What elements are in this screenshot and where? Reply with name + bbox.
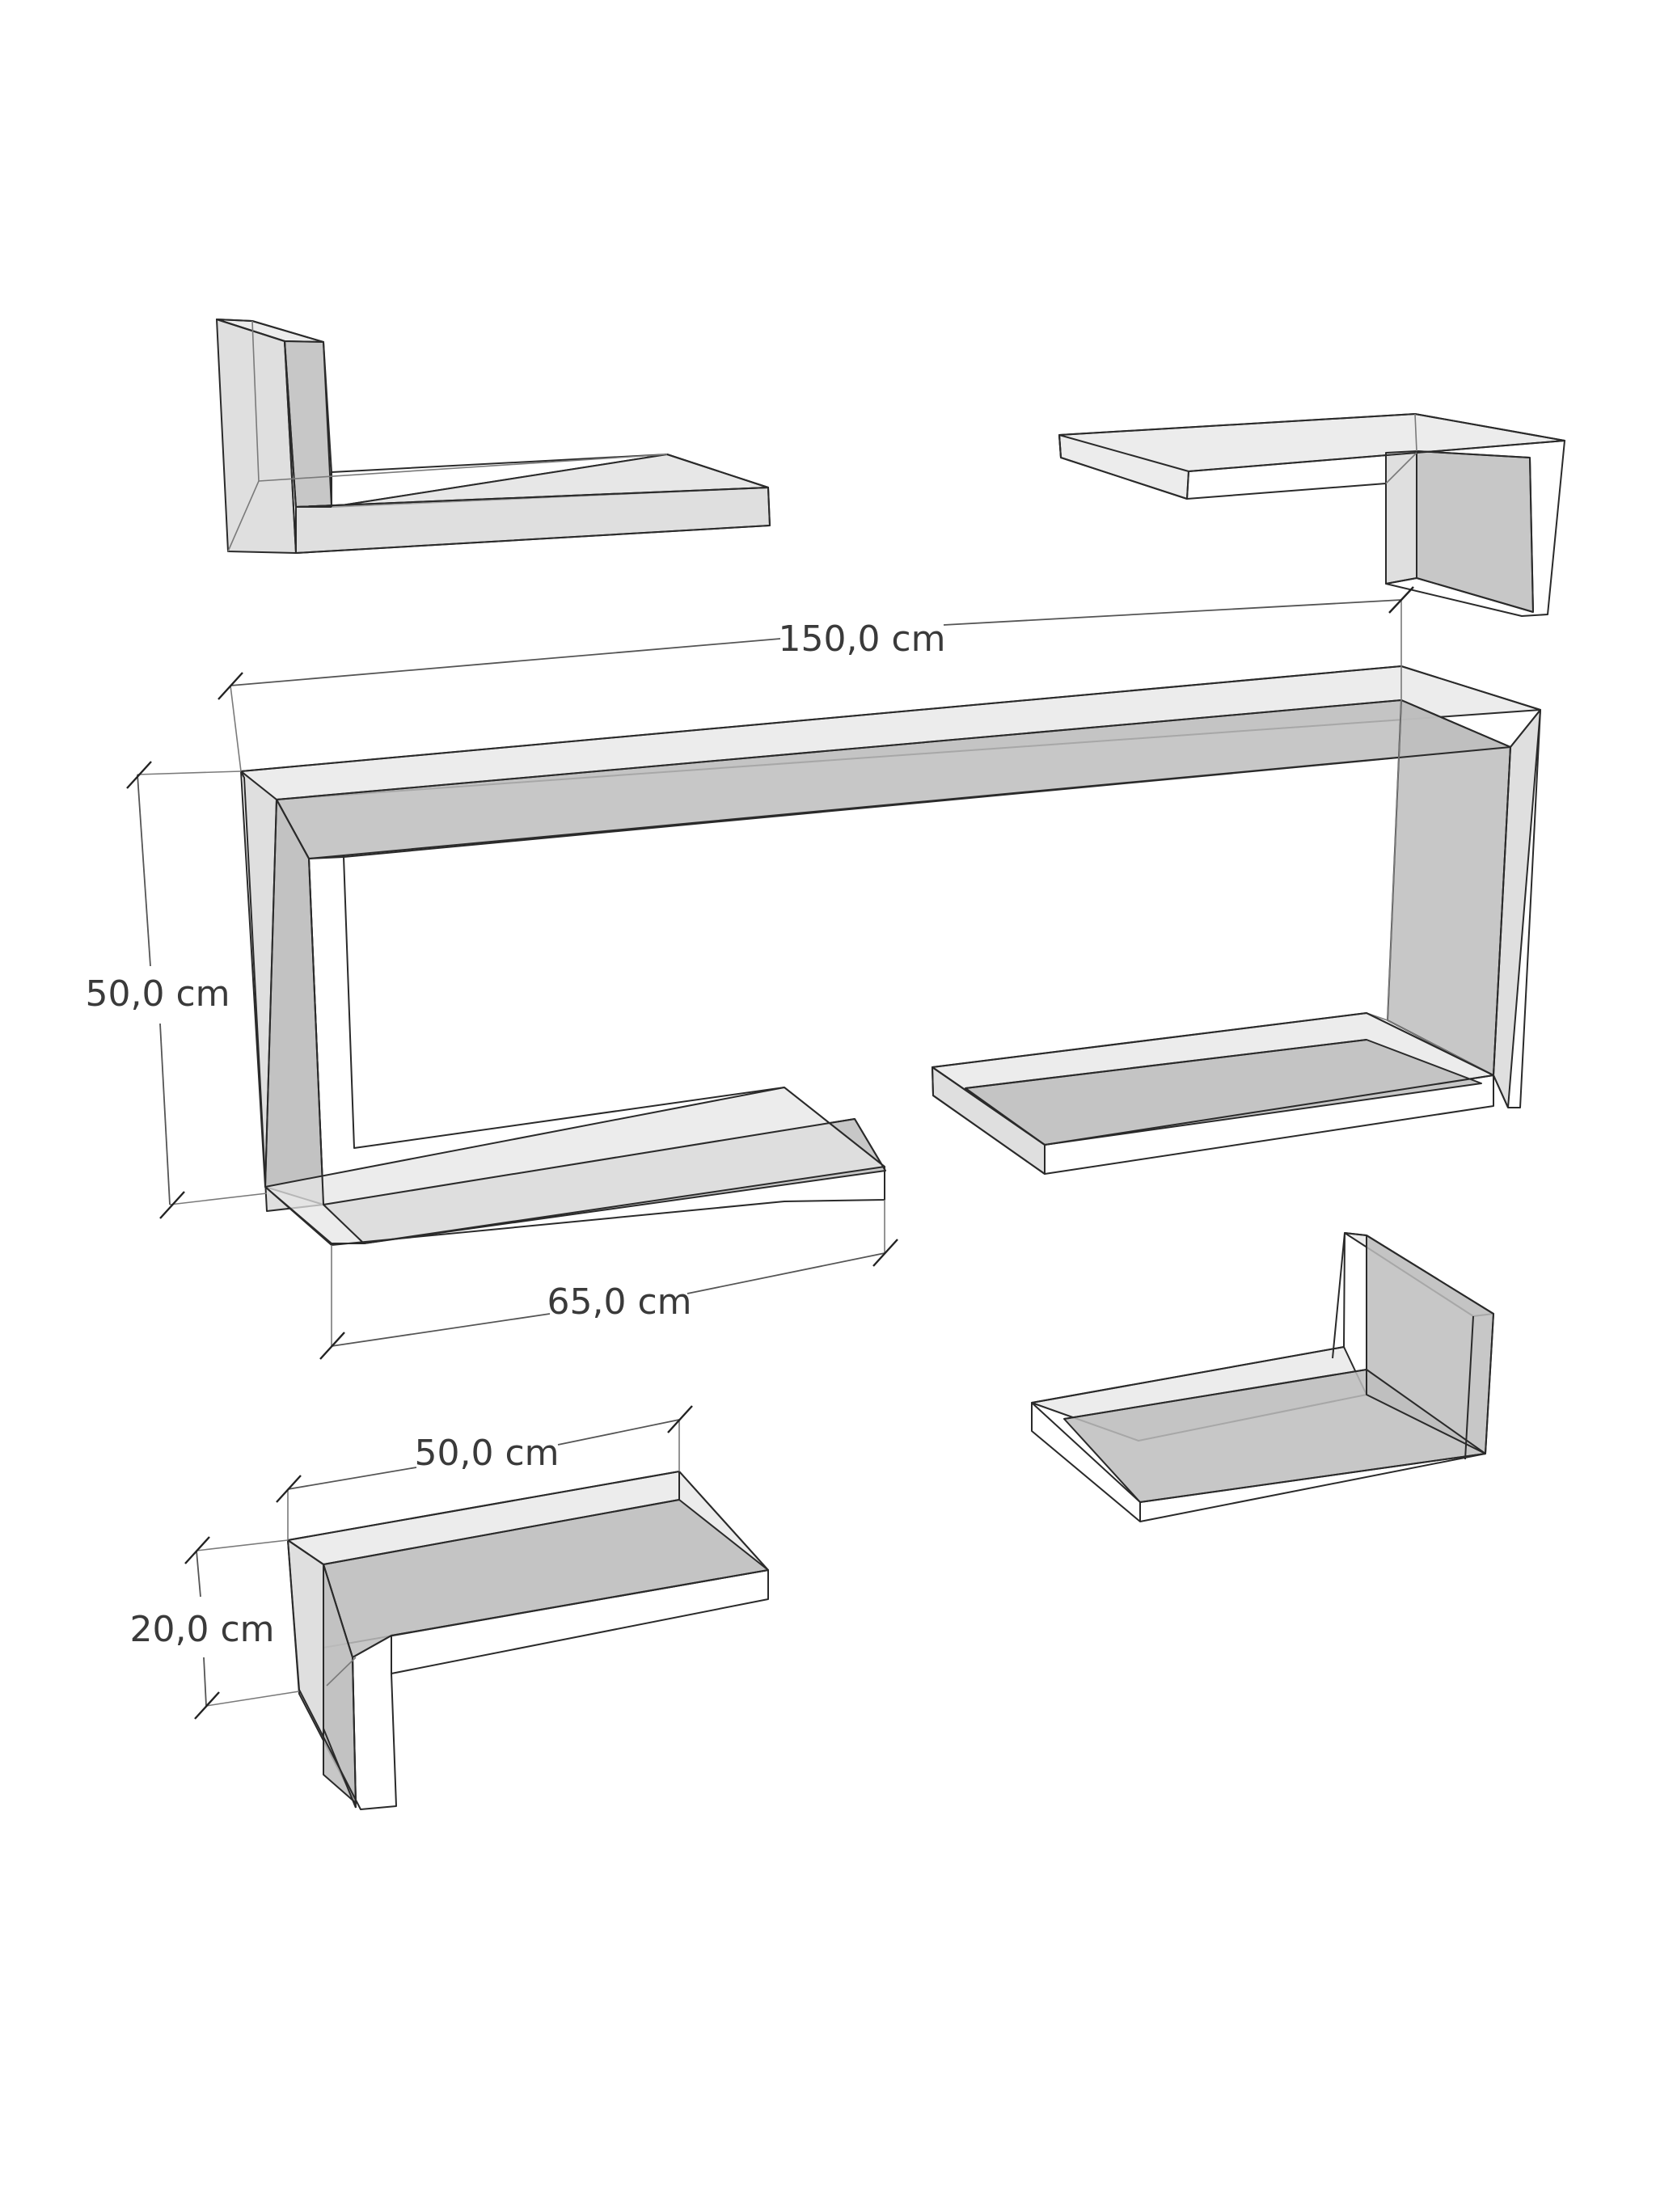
dimension-label-small-height: 20,0 cm xyxy=(129,1609,274,1650)
top-right-l-shelf xyxy=(1058,413,1565,617)
top-left-l-shelf xyxy=(216,319,771,554)
dimension-label-small-shelf: 50,0 cm xyxy=(414,1433,559,1474)
bottom-left-l-shelf xyxy=(287,1471,769,1810)
dimension-label-width: 150,0 cm xyxy=(778,618,945,660)
main-c-shelf xyxy=(240,665,1541,1246)
dimension-height-total: 50,0 cm xyxy=(85,761,268,1219)
bottom-right-l-shelf xyxy=(1031,1232,1494,1522)
dimension-small-shelf-length: 50,0 cm xyxy=(276,1405,693,1540)
dimension-bottom-shelf-length: 65,0 cm xyxy=(319,1200,898,1360)
dimension-label-bottom-shelf: 65,0 cm xyxy=(547,1281,691,1323)
dimension-small-shelf-height: 20,0 cm xyxy=(129,1536,300,1720)
dimension-width-total: 150,0 cm xyxy=(218,586,1414,772)
dimension-label-height: 50,0 cm xyxy=(85,973,230,1015)
middle-right-shelf xyxy=(932,1012,1494,1175)
